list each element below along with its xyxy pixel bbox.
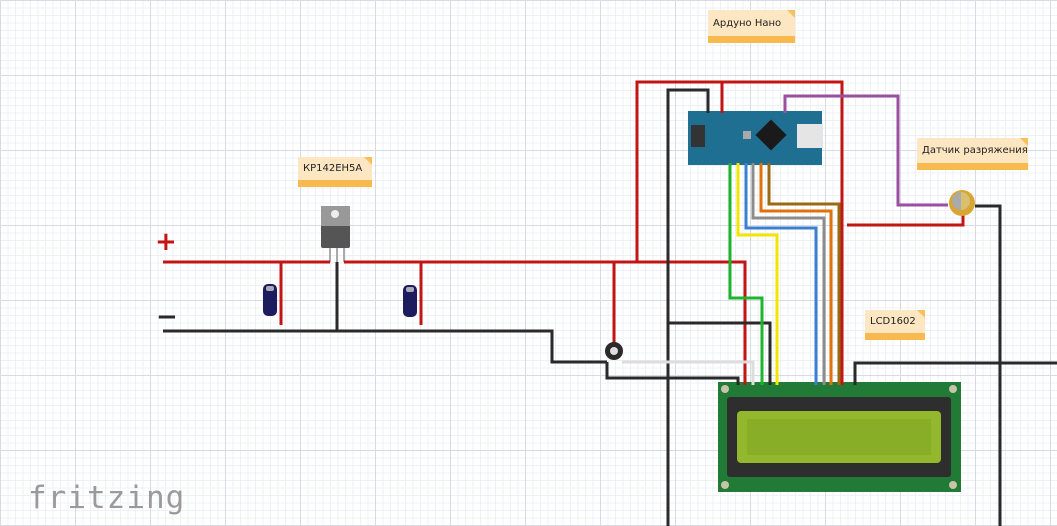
capacitor-2[interactable] xyxy=(403,285,417,317)
note-text: Ардуно Нано xyxy=(713,17,782,29)
voltage-regulator[interactable] xyxy=(321,206,350,262)
wires[interactable] xyxy=(163,80,1057,526)
note-arduino[interactable]: Ардуно Нано xyxy=(708,10,795,43)
note-text: LCD1602 xyxy=(870,316,916,327)
note-regulator[interactable]: КР142ЕН5А xyxy=(298,157,372,187)
note-text: КР142ЕН5А xyxy=(303,163,363,174)
pressure-sensor[interactable] xyxy=(949,190,975,216)
fritzing-logo: fritzing xyxy=(28,480,186,516)
note-sensor[interactable]: Датчик разряжения xyxy=(917,138,1028,170)
capacitor-1[interactable] xyxy=(263,284,277,316)
note-lcd[interactable]: LCD1602 xyxy=(865,310,925,340)
lcd1602-module[interactable] xyxy=(718,382,961,492)
note-text: Датчик разряжения xyxy=(922,145,1028,156)
minus-label: − xyxy=(156,302,178,332)
potentiometer[interactable] xyxy=(605,342,623,360)
plus-label: + xyxy=(155,227,177,257)
arduino-nano-board[interactable] xyxy=(688,111,823,165)
